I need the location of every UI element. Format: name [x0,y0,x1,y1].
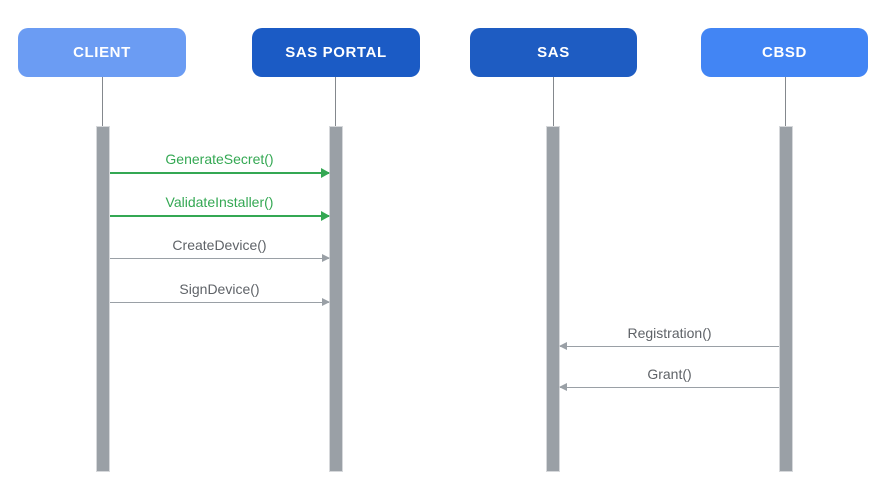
arrowhead-left-icon [559,383,567,391]
message-grant: Grant() [559,365,779,391]
arrowhead-left-icon [559,342,567,350]
lifeline-sas-portal [335,77,336,126]
actor-box-cbsd: CBSD [701,28,868,77]
activation-bar-sas [546,126,560,472]
actor-box-client: CLIENT [18,28,186,77]
message-label: GenerateSecret() [165,151,274,167]
arrowhead-right-icon [321,211,330,221]
actor-box-sas: SAS [470,28,637,77]
arrowhead-right-icon [322,254,330,262]
lifeline-cbsd [785,77,786,126]
message-sign-device: SignDevice() [110,280,330,306]
actor-box-sas-portal: SAS PORTAL [252,28,420,77]
message-label: Grant() [647,366,692,382]
message-arrow-line [110,168,330,178]
lifeline-client [102,77,103,126]
lifeline-sas [553,77,554,126]
message-validate-installer: ValidateInstaller() [110,193,330,221]
message-create-device: CreateDevice() [110,236,330,262]
message-label: SignDevice() [179,281,260,297]
message-generate-secret: GenerateSecret() [110,150,330,178]
arrowhead-right-icon [322,298,330,306]
message-arrow-line [110,211,330,221]
message-arrow-line [559,383,779,391]
actor-label-cbsd: CBSD [762,44,807,61]
activation-bar-cbsd [779,126,793,472]
message-registration: Registration() [559,324,779,350]
message-label: CreateDevice() [172,237,267,253]
message-arrow-line [110,298,330,306]
message-label: Registration() [627,325,712,341]
arrowhead-right-icon [321,168,330,178]
actor-label-sas-portal: SAS PORTAL [285,44,387,61]
message-label: ValidateInstaller() [165,194,274,210]
activation-bar-sas-portal [329,126,343,472]
activation-bar-client [96,126,110,472]
actor-label-sas: SAS [537,44,570,61]
message-arrow-line [110,254,330,262]
actor-label-client: CLIENT [73,44,131,61]
message-arrow-line [559,342,779,350]
